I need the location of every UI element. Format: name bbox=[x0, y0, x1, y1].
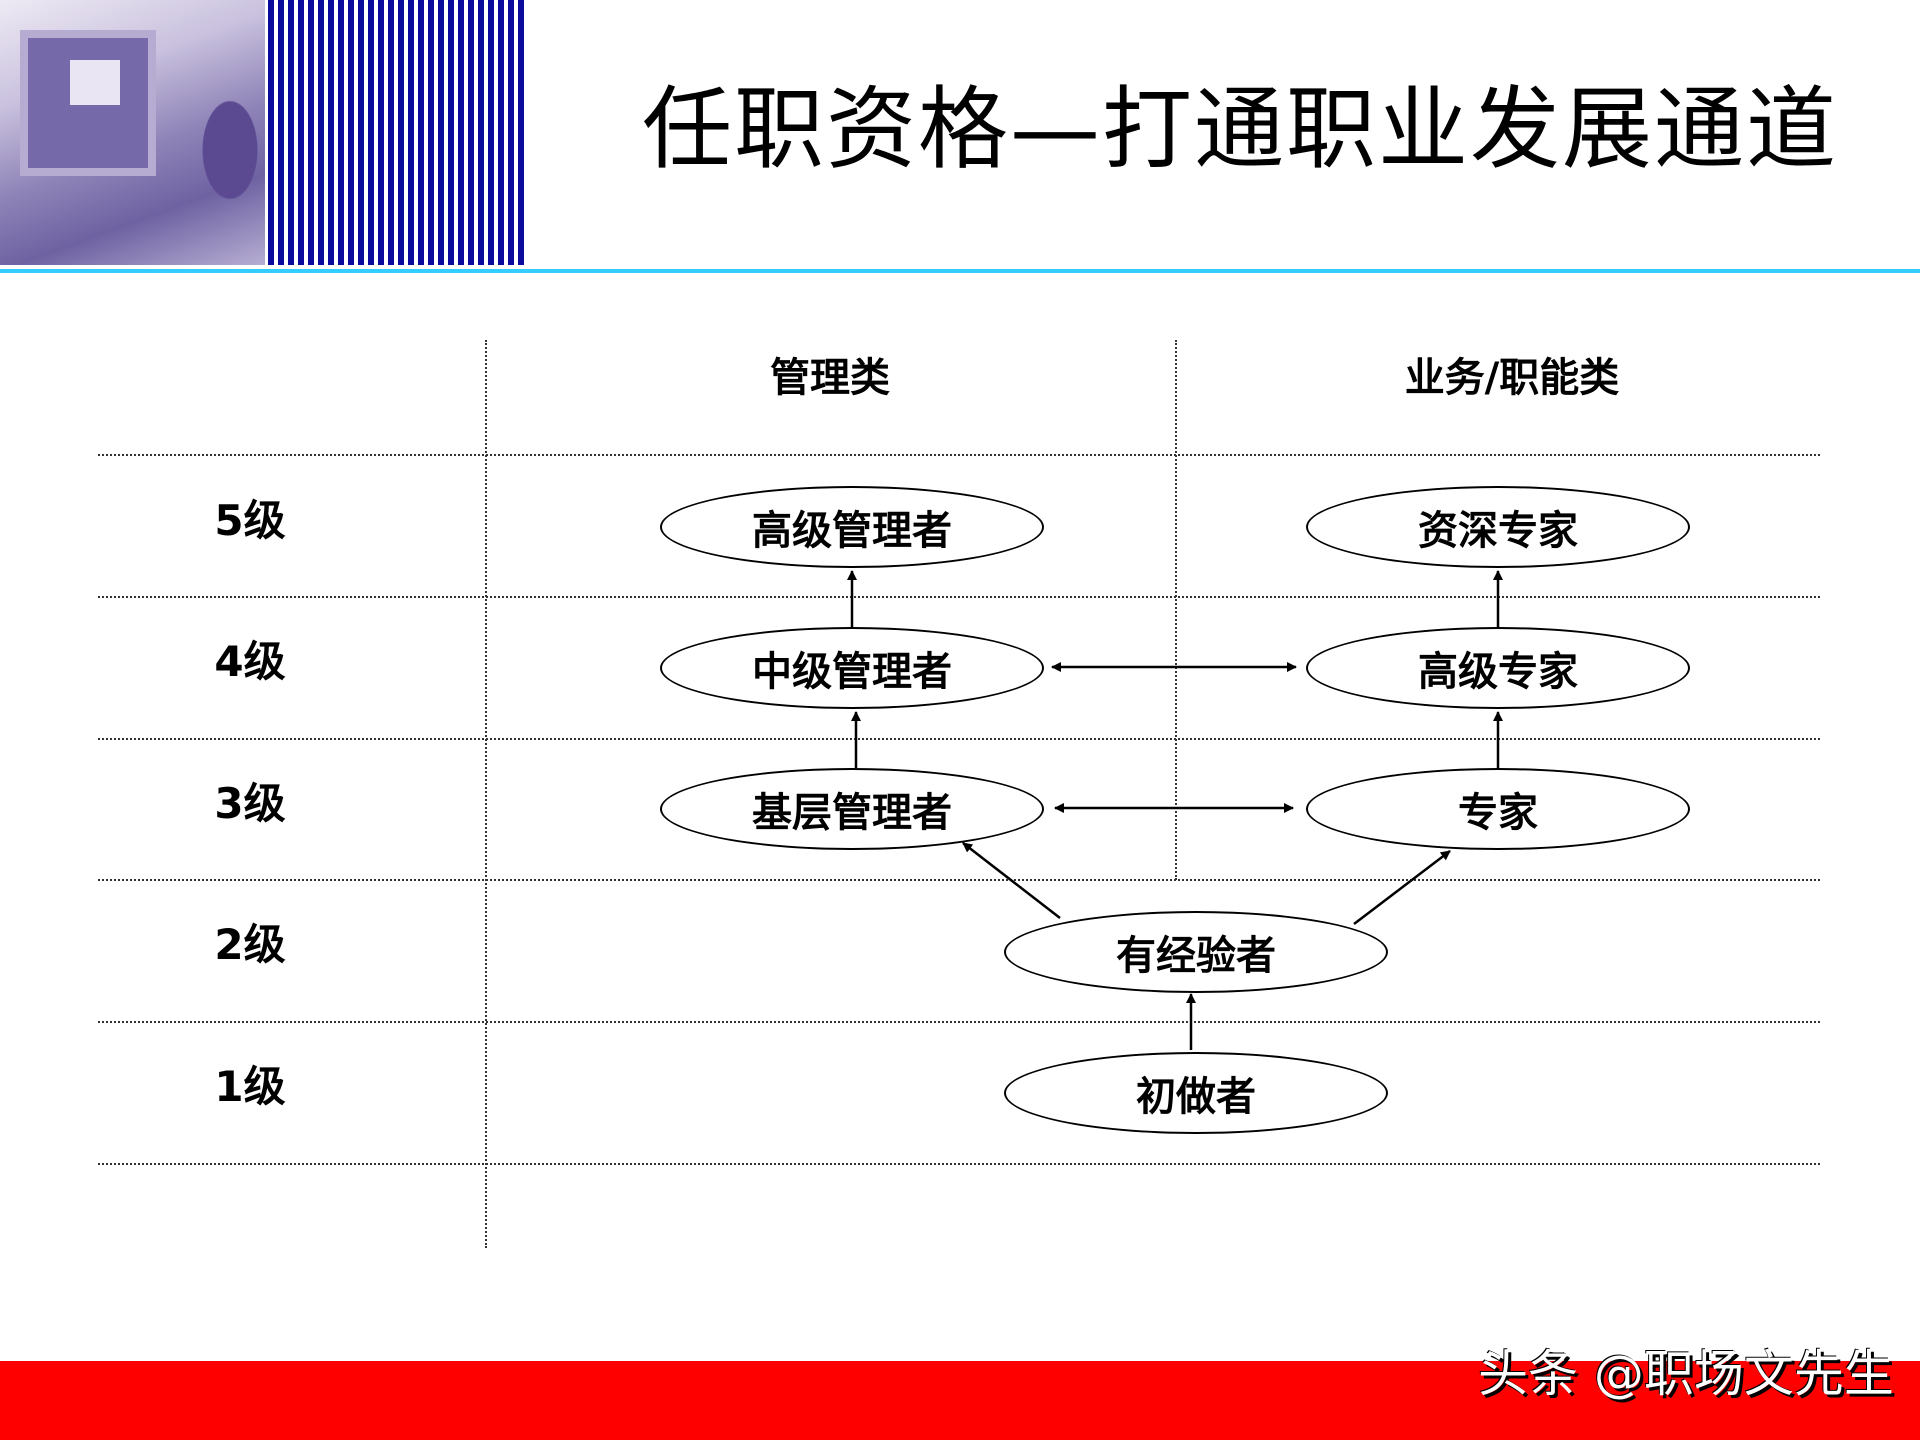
node-junior-manager: 基层管理者 bbox=[660, 768, 1044, 850]
grid-line-5-4 bbox=[98, 596, 1820, 598]
node-experienced: 有经验者 bbox=[1004, 911, 1388, 993]
grid-line-3-2 bbox=[98, 879, 1820, 881]
watermark-text: 头条 @职场文先生 bbox=[1478, 1345, 1894, 1403]
grid-line-top bbox=[98, 454, 1820, 456]
column-header-management: 管理类 bbox=[770, 355, 890, 401]
node-beginner: 初做者 bbox=[1004, 1052, 1388, 1134]
level-label-2: 2级 bbox=[214, 920, 286, 969]
grid-vline-center bbox=[1175, 340, 1177, 880]
node-principal-expert: 资深专家 bbox=[1306, 486, 1690, 568]
window-graphic bbox=[70, 60, 120, 105]
node-senior-manager: 高级管理者 bbox=[660, 486, 1044, 568]
grid-line-4-3 bbox=[98, 738, 1820, 740]
level-label-1: 1级 bbox=[214, 1062, 286, 1111]
footer-bar bbox=[0, 1361, 1920, 1440]
header-illustration bbox=[0, 0, 265, 265]
column-header-business: 业务/职能类 bbox=[1404, 355, 1620, 401]
level-label-5: 5级 bbox=[214, 496, 286, 545]
node-middle-manager: 中级管理者 bbox=[660, 627, 1044, 709]
header-stripes bbox=[268, 0, 527, 265]
grid-line-bottom bbox=[98, 1163, 1820, 1165]
grid-vline-left bbox=[485, 340, 487, 1248]
header-divider bbox=[0, 269, 1920, 273]
node-senior-expert: 高级专家 bbox=[1306, 627, 1690, 709]
level-label-4: 4级 bbox=[214, 637, 286, 686]
monitor-graphic bbox=[20, 30, 156, 176]
node-expert: 专家 bbox=[1306, 768, 1690, 850]
level-label-3: 3级 bbox=[214, 779, 286, 828]
page-title: 任职资格—打通职业发展通道 bbox=[642, 77, 1838, 182]
grid-line-2-1 bbox=[98, 1021, 1820, 1023]
